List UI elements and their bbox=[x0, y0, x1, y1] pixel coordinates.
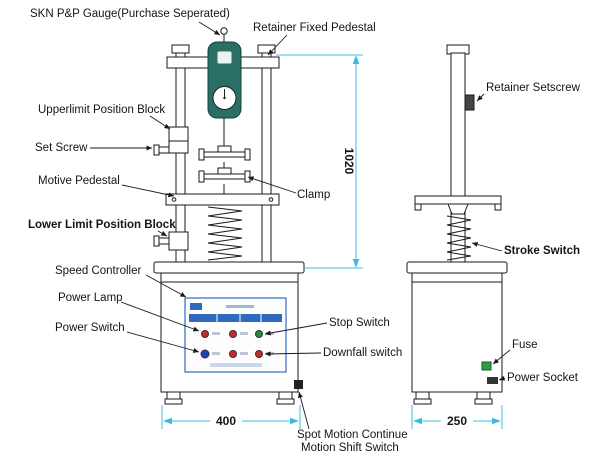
speed-controller-label: Speed Controller bbox=[55, 265, 141, 277]
dimension-side-width-250: 250 bbox=[411, 405, 503, 429]
side-feet bbox=[413, 391, 493, 405]
stop-switch-label: Stop Switch bbox=[329, 317, 390, 329]
screw-bellows bbox=[207, 206, 243, 261]
power-lamp-label: Power Lamp bbox=[58, 292, 123, 304]
down-button[interactable] bbox=[229, 350, 237, 358]
label-clamp: Clamp bbox=[247, 176, 330, 201]
side-bellows bbox=[446, 215, 472, 261]
label-power-lamp: Power Lamp bbox=[58, 292, 200, 332]
label-upper-limit-block: Upperlimit Position Block bbox=[38, 104, 171, 130]
lower-clamp bbox=[198, 167, 251, 194]
right-column-cap bbox=[257, 44, 276, 54]
side-support bbox=[447, 203, 469, 215]
side-view bbox=[406, 44, 508, 405]
gauge-display bbox=[216, 50, 233, 65]
shift-switch-knob[interactable] bbox=[294, 380, 303, 389]
label-gauge: SKN P&P Gauge(Purchase Seperated) bbox=[30, 8, 230, 36]
control-panel bbox=[184, 297, 287, 373]
base-top-plate bbox=[153, 261, 305, 274]
label-fuse: Fuse bbox=[492, 339, 538, 365]
label-retainer-fixed-pedestal: Retainer Fixed Pedestal bbox=[253, 22, 376, 56]
power-lamp bbox=[201, 330, 209, 338]
side-base-cabinet bbox=[411, 272, 503, 393]
set-screw-label: Set Screw bbox=[35, 142, 88, 154]
fuse-label: Fuse bbox=[512, 339, 538, 351]
label-downfall-switch: Downfall switch bbox=[264, 347, 402, 359]
label-shift-switch: Spot Motion Continue Motion Shift Switch bbox=[297, 391, 408, 454]
power-switch-button[interactable] bbox=[200, 349, 210, 359]
retainer-setscrew-label: Retainer Setscrew bbox=[486, 82, 581, 94]
side-width-dimension-value: 250 bbox=[447, 414, 467, 428]
label-motive-pedestal: Motive Pedestal bbox=[38, 175, 175, 198]
label-lower-limit-block: Lower Limit Position Block bbox=[28, 219, 176, 237]
lower-limit-block-label: Lower Limit Position Block bbox=[28, 219, 176, 231]
panel-header-band bbox=[189, 314, 282, 322]
motive-pedestal bbox=[165, 193, 280, 206]
fuse bbox=[481, 361, 492, 371]
stroke-switch-label: Stroke Switch bbox=[504, 245, 580, 257]
downfall-switch-label: Downfall switch bbox=[323, 347, 402, 359]
label-speed-controller: Speed Controller bbox=[55, 265, 187, 298]
upper-limit-block-label: Upperlimit Position Block bbox=[38, 104, 165, 116]
callout-labels: SKN P&P Gauge(Purchase Seperated) Retain… bbox=[28, 8, 581, 454]
gauge-hook bbox=[220, 27, 228, 35]
brand-logo bbox=[190, 303, 202, 310]
gauge-label: SKN P&P Gauge(Purchase Seperated) bbox=[30, 8, 230, 20]
set-screw bbox=[153, 144, 170, 156]
lower-limit-position-block bbox=[153, 231, 189, 251]
stop-switch-button[interactable] bbox=[255, 330, 263, 338]
clamp-label: Clamp bbox=[297, 189, 330, 201]
up-button[interactable] bbox=[229, 330, 237, 338]
retainer-setscrew bbox=[464, 94, 475, 111]
label-set-screw: Set Screw bbox=[35, 142, 152, 154]
shift-switch-label-line1: Spot Motion Continue bbox=[297, 429, 408, 441]
force-gauge bbox=[207, 27, 242, 147]
left-column-cap bbox=[171, 44, 190, 54]
side-table bbox=[414, 195, 502, 205]
upper-clamp bbox=[198, 145, 251, 170]
label-retainer-setscrew: Retainer Setscrew bbox=[476, 82, 581, 102]
label-stroke-switch: Stroke Switch bbox=[471, 242, 580, 257]
right-column bbox=[261, 52, 272, 269]
dimension-front-width-400: 400 bbox=[161, 405, 301, 429]
power-switch-label: Power Switch bbox=[55, 322, 125, 334]
power-socket bbox=[487, 377, 498, 384]
front-view bbox=[153, 27, 305, 405]
label-power-switch: Power Switch bbox=[55, 322, 200, 353]
panel-title-text bbox=[226, 305, 254, 308]
motive-pedestal-label: Motive Pedestal bbox=[38, 175, 120, 187]
dimension-height-1020: 1020 bbox=[276, 54, 363, 269]
label-stop-switch: Stop Switch bbox=[264, 317, 390, 336]
side-base-plate bbox=[406, 261, 508, 274]
height-dimension-value: 1020 bbox=[342, 148, 356, 175]
front-feet bbox=[164, 391, 295, 405]
retainer-fixed-pedestal-label: Retainer Fixed Pedestal bbox=[253, 22, 376, 34]
label-power-socket: Power Socket bbox=[498, 372, 579, 384]
downfall-switch-button[interactable] bbox=[255, 350, 263, 358]
power-socket-label: Power Socket bbox=[507, 372, 579, 384]
panel-footer-text bbox=[210, 363, 262, 367]
front-width-dimension-value: 400 bbox=[216, 414, 236, 428]
upper-limit-position-block bbox=[168, 126, 189, 154]
shift-switch-label-line2: Motion Shift Switch bbox=[301, 442, 399, 454]
